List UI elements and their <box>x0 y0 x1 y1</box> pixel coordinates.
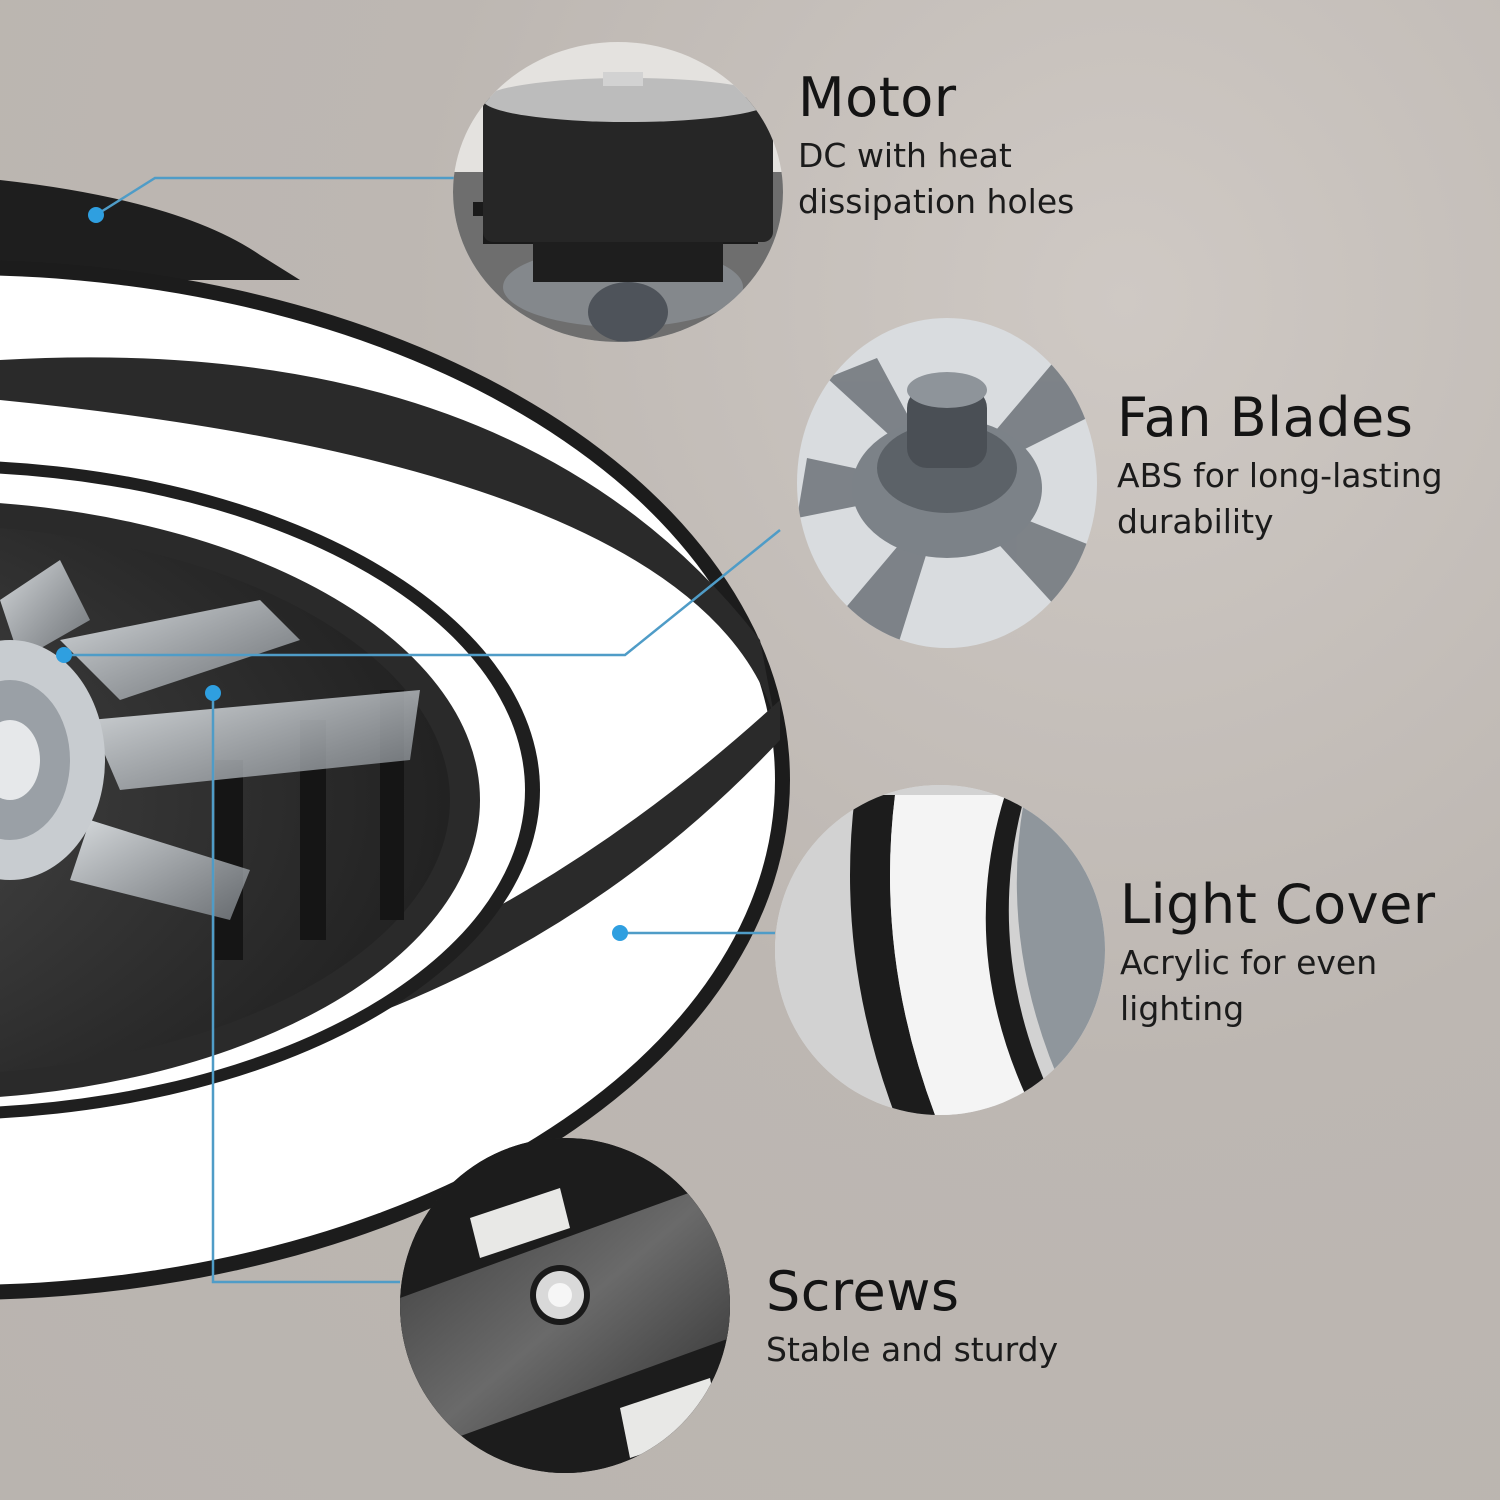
light-cover-icon <box>775 785 1105 1115</box>
light-cover-callout-dot <box>612 925 628 941</box>
feature-title: Light Cover <box>1120 873 1436 936</box>
screws-callout-dot <box>205 685 221 701</box>
motor-detail-image <box>453 42 783 342</box>
feature-title: Screws <box>766 1260 960 1323</box>
feature-screws: Screws Stable and sturdy <box>766 1262 1058 1373</box>
feature-light-cover: Light Cover Acrylic for even lighting <box>1120 875 1436 1031</box>
feature-description: Stable and sturdy <box>766 1330 1059 1370</box>
fan-blades-callout-dot <box>56 647 72 663</box>
screw-icon <box>400 1138 730 1473</box>
feature-description: ABS for long-lasting durability <box>1117 456 1443 541</box>
motor-callout-line <box>95 176 455 217</box>
feature-title: Fan Blades <box>1117 386 1414 449</box>
feature-fan-blades: Fan Blades ABS for long-lasting durabili… <box>1117 388 1443 544</box>
motor-icon <box>453 72 783 342</box>
feature-motor: Motor DC with heat dissipation holes <box>798 68 1074 224</box>
feature-description: Acrylic for even lighting <box>1120 943 1378 1028</box>
screws-callout-line <box>211 693 400 1284</box>
feature-title: Motor <box>798 66 957 129</box>
feature-description: DC with heat dissipation holes <box>798 136 1075 221</box>
fan-blades-callout-line <box>64 529 781 657</box>
screws-detail-image <box>400 1138 730 1473</box>
motor-callout-dot <box>88 207 104 223</box>
fan-blade-icon <box>797 358 1097 648</box>
light-cover-detail-image <box>775 785 1105 1115</box>
fan-blades-detail-image <box>797 318 1097 648</box>
